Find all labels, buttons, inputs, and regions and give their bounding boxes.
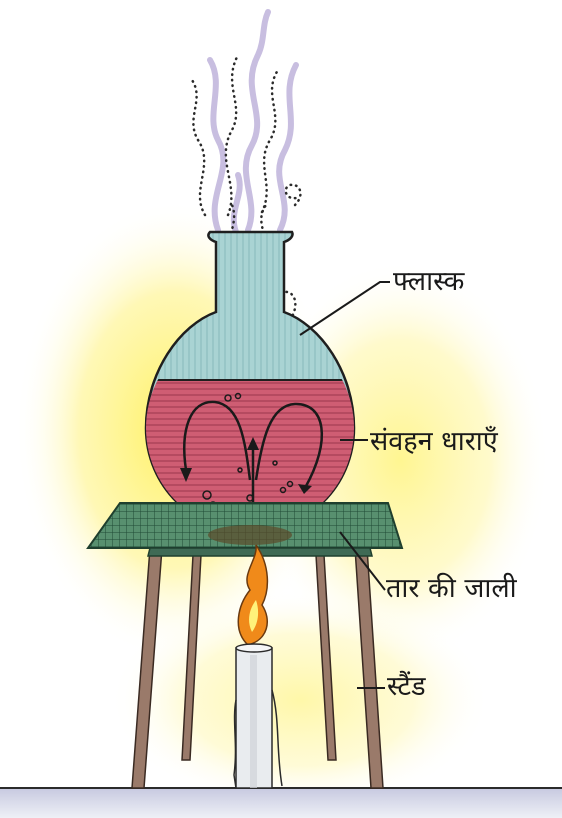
label-convection-currents: संवहन धाराएँ xyxy=(370,428,498,455)
floor xyxy=(0,788,562,818)
soot xyxy=(208,525,292,545)
label-flask: फ्लास्क xyxy=(393,268,464,295)
label-wire-gauze: तार की जाली xyxy=(386,575,517,602)
label-stand: स्टैंड xyxy=(387,673,426,700)
vapour-wisps xyxy=(210,12,296,232)
